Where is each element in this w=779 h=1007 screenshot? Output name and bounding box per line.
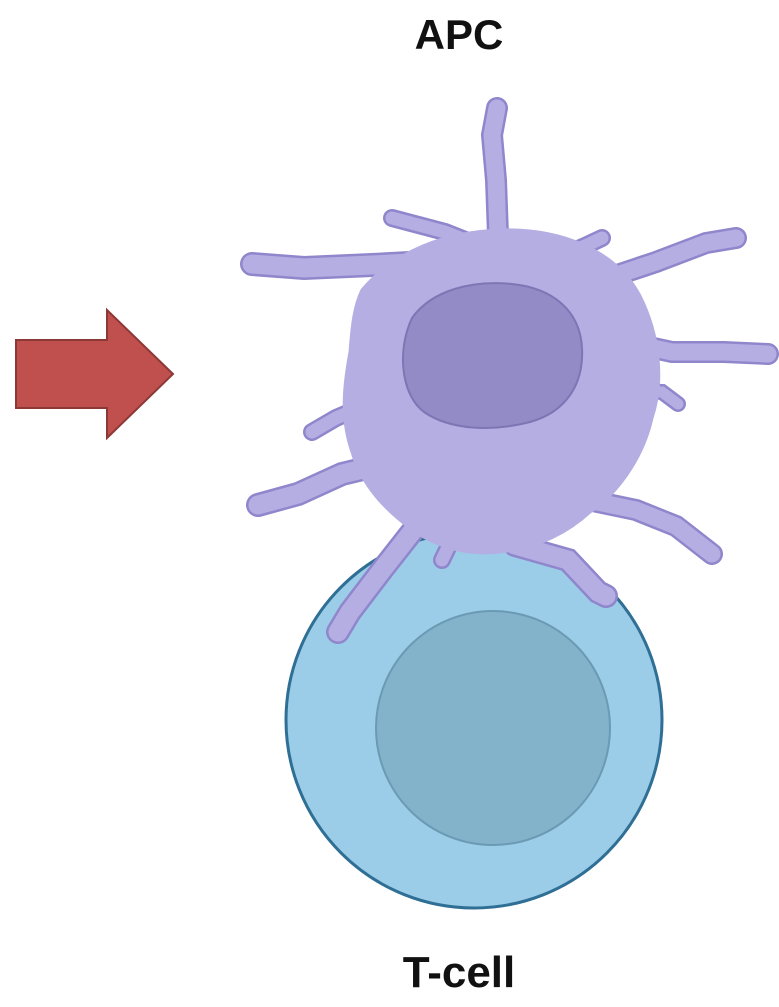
t-cell-nucleus <box>376 611 610 845</box>
apc-nucleus <box>403 283 582 428</box>
tcell-label: T-cell <box>369 946 549 1000</box>
right-arrow-icon <box>16 310 173 438</box>
dendritic-cell-icon <box>252 108 768 632</box>
